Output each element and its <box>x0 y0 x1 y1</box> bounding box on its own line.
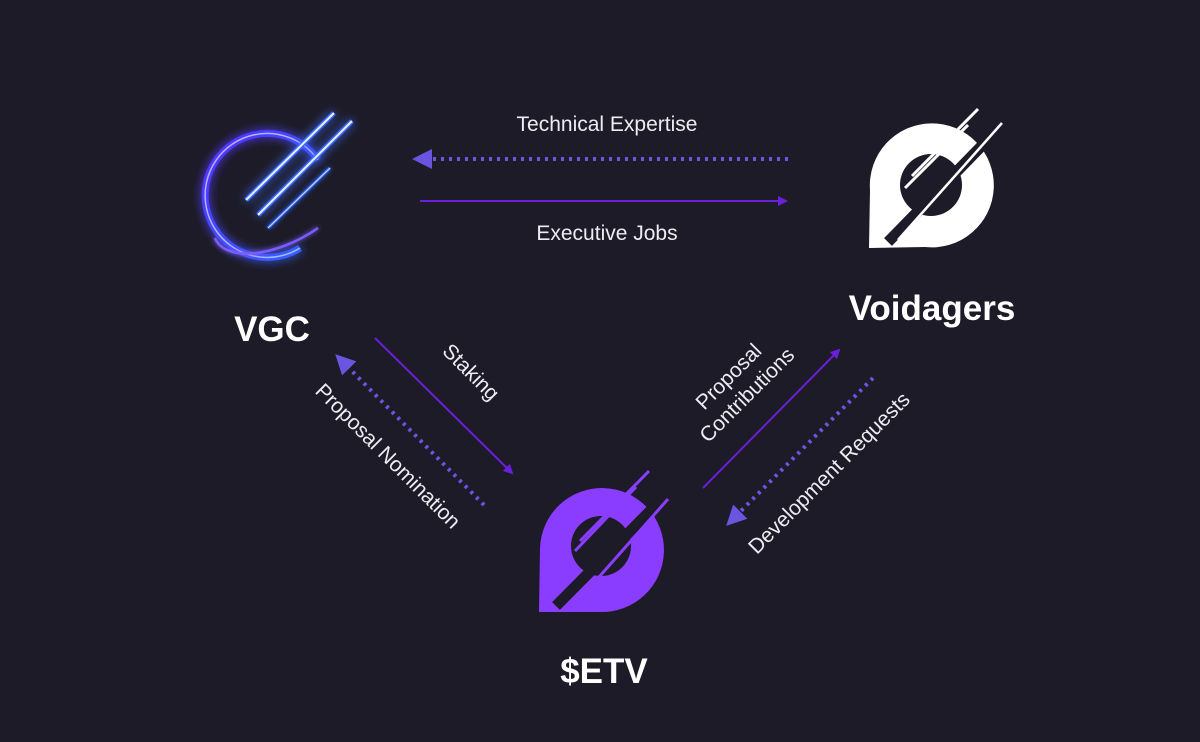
etv-null-pin-icon <box>539 469 676 613</box>
edge-label-staking: Staking <box>438 340 504 406</box>
vgc-orbit-logo-icon <box>201 111 354 261</box>
node-label-voidagers: Voidagers <box>849 289 1016 328</box>
node-label-vgc: VGC <box>234 310 310 349</box>
edge-label-development-requests: Development Requests <box>744 388 915 559</box>
voidagers-null-pin-icon <box>869 107 1009 248</box>
arrow-development-requests <box>726 376 875 526</box>
edge-label-proposal-contributions: Proposal Contributions <box>691 339 799 447</box>
arrow-proposal-nomination <box>335 354 486 507</box>
edge-label-executive-jobs: Executive Jobs <box>536 222 677 245</box>
arrow-proposal-contributions <box>702 348 841 489</box>
node-label-etv: $ETV <box>560 652 648 691</box>
arrow-staking <box>374 337 514 475</box>
edge-label-technical-expertise: Technical Expertise <box>517 113 698 136</box>
